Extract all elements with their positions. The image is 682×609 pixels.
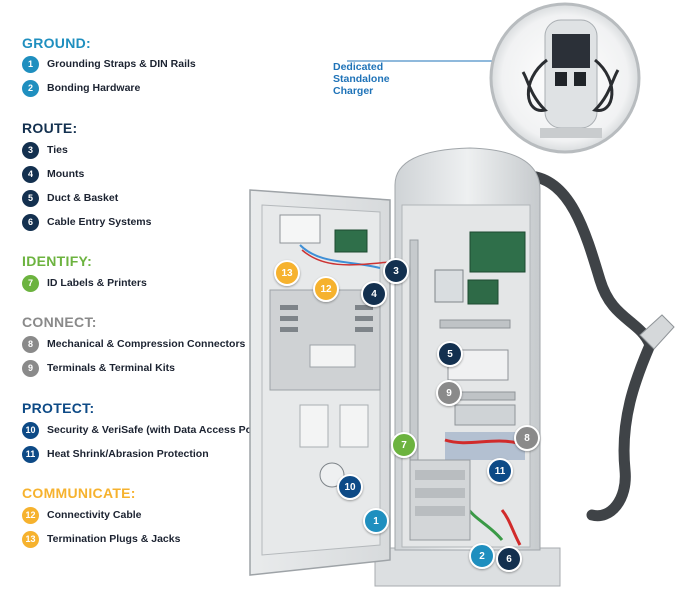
legend-item-1: 1 Grounding Straps & DIN Rails: [22, 55, 196, 73]
vent-slot: [355, 305, 373, 310]
legend-item-3: 3 Ties: [22, 141, 68, 159]
legend-item-5: 5 Duct & Basket: [22, 189, 118, 207]
legend-badge: 8: [22, 335, 39, 353]
inset-charger-screen: [552, 34, 590, 68]
legend-item-label: ID Labels & Printers: [47, 277, 147, 289]
callout-10: 10: [337, 474, 363, 500]
legend-item-label: Bonding Hardware: [47, 82, 141, 94]
door-bracket-left: [299, 404, 329, 448]
basket-slot-1: [415, 470, 465, 480]
vent-slot: [280, 316, 298, 321]
connector-rail: [454, 404, 516, 426]
breaker-module: [434, 269, 464, 303]
data-cable-blue: [299, 244, 381, 269]
inset-label: Dedicated Standalone Charger: [333, 61, 390, 97]
inset-plug-holder-right: [574, 72, 586, 86]
vent-slot: [280, 327, 298, 332]
callout-13: 13: [274, 260, 300, 286]
group-heading-connect: CONNECT:: [22, 314, 97, 330]
legend-item-11: 11 Heat Shrink/Abrasion Protection: [22, 445, 209, 463]
legend-item-7: 7 ID Labels & Printers: [22, 274, 147, 292]
group-heading-route: ROUTE:: [22, 120, 78, 136]
charging-connector-head: [639, 314, 675, 350]
door-network-board: [334, 229, 368, 253]
charging-cable-lower: [586, 339, 656, 522]
data-cable-red: [301, 249, 391, 266]
callout-5: 5: [437, 341, 463, 367]
legend-item-label: Grounding Straps & DIN Rails: [47, 58, 196, 70]
legend-badge: 13: [22, 530, 39, 548]
legend-item-label: Mounts: [47, 168, 85, 180]
callout-7: 7: [391, 432, 417, 458]
callout-8: 8: [514, 425, 540, 451]
legend-item-label: Duct & Basket: [47, 192, 119, 204]
legend-badge: 4: [22, 165, 39, 183]
legend-item-10: 10 Security & VeriSafe (with Data Access…: [22, 421, 269, 439]
power-wire: [500, 509, 522, 546]
charger-drawing: [249, 2, 675, 587]
legend-badge: 9: [22, 359, 39, 377]
inset-charger-base: [540, 128, 602, 138]
legend-item-label: Cable Entry Systems: [47, 216, 152, 228]
callout-9: 9: [436, 380, 462, 406]
vent-slot: [355, 316, 373, 321]
legend-badge: 6: [22, 213, 39, 231]
group-heading-ground: GROUND:: [22, 35, 91, 51]
door-connector-block: [279, 214, 321, 244]
group-heading-identify: IDENTIFY:: [22, 253, 93, 269]
callout-11: 11: [487, 458, 513, 484]
heat-shrink-zone: [445, 432, 525, 460]
legend-badge: 12: [22, 506, 39, 524]
legend-badge: 10: [22, 421, 39, 439]
inset-cable-left: [521, 58, 548, 112]
legend-item-label: Terminals & Terminal Kits: [47, 362, 175, 374]
inset-plug-holder-left: [555, 72, 567, 86]
vent-slot: [355, 327, 373, 332]
legend-badge: 1: [22, 55, 39, 73]
legend-badge: 5: [22, 189, 39, 207]
callout-6: 6: [496, 546, 522, 572]
io-board: [467, 279, 499, 305]
legend-badge: 7: [22, 274, 39, 292]
charger-illustration: Dedicated Standalone Charger 13 12 3 4 5…: [240, 0, 682, 609]
group-heading-protect: PROTECT:: [22, 400, 95, 416]
legend: GROUND: 1 Grounding Straps & DIN Rails 2…: [0, 0, 269, 609]
legend-item-8: 8 Mechanical & Compression Connectors: [22, 335, 245, 353]
cabinet-base: [374, 547, 561, 587]
legend-item-4: 4 Mounts: [22, 165, 84, 183]
callout-4: 4: [361, 281, 387, 307]
legend-item-6: 6 Cable Entry Systems: [22, 213, 151, 231]
inset-standalone-charger: [347, 2, 641, 154]
charging-cable: [524, 170, 656, 351]
legend-item-2: 2 Bonding Hardware: [22, 79, 140, 97]
callout-2: 2: [469, 543, 495, 569]
door-handle-plate: [309, 344, 356, 368]
vent-slot: [280, 305, 298, 310]
callout-3: 3: [383, 258, 409, 284]
basket-slot-2: [415, 488, 465, 498]
legend-badge: 3: [22, 141, 39, 159]
legend-item-label: Ties: [47, 144, 68, 156]
legend-item-label: Mechanical & Compression Connectors: [47, 338, 246, 350]
legend-item-9: 9 Terminals & Terminal Kits: [22, 359, 175, 377]
callout-12: 12: [313, 276, 339, 302]
legend-item-13: 13 Termination Plugs & Jacks: [22, 530, 180, 548]
legend-badge: 11: [22, 445, 39, 463]
legend-badge: 2: [22, 79, 39, 97]
legend-item-label: Connectivity Cable: [47, 509, 142, 521]
legend-item-label: Security & VeriSafe (with Data Access Po…: [47, 424, 269, 436]
legend-item-label: Heat Shrink/Abrasion Protection: [47, 448, 209, 460]
legend-item-label: Termination Plugs & Jacks: [47, 533, 181, 545]
callout-1: 1: [363, 508, 389, 534]
group-heading-communicate: COMMUNICATE:: [22, 485, 136, 501]
inset-cable-right: [592, 58, 620, 112]
door-bracket-right: [339, 404, 369, 448]
control-board: [469, 231, 526, 273]
din-rail-upper: [439, 319, 511, 329]
basket-slot-3: [415, 506, 465, 516]
legend-item-12: 12 Connectivity Cable: [22, 506, 142, 524]
